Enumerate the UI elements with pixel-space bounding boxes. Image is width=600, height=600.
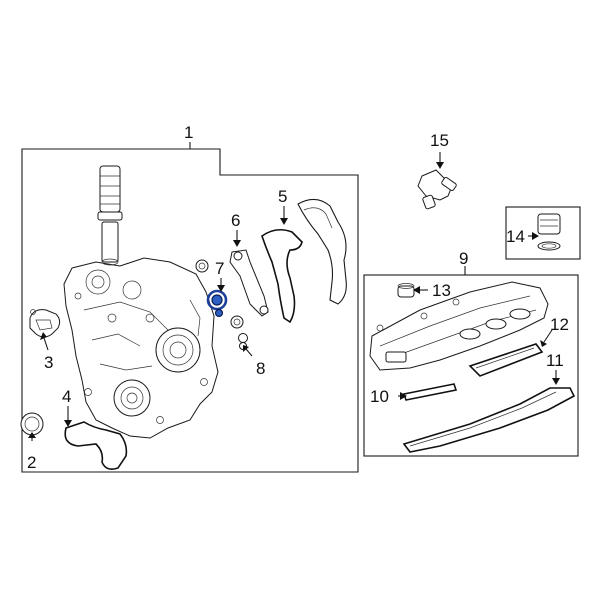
leader-lines — [28, 142, 560, 441]
part-4-gasket[interactable] — [64, 421, 128, 470]
part-14-cap[interactable] — [537, 213, 561, 251]
o-ring-part[interactable] — [195, 259, 209, 273]
group-box-14 — [505, 206, 581, 260]
group-box-1 — [21, 148, 359, 473]
callout-3: 3 — [44, 353, 53, 372]
callout-5: 5 — [278, 187, 287, 206]
part-7-seal-ring[interactable] — [206, 289, 228, 318]
callout-11: 11 — [546, 351, 564, 370]
part-3-gasket[interactable] — [29, 309, 61, 338]
part-6-chain-guide[interactable] — [229, 249, 269, 317]
callout-8: 8 — [256, 359, 265, 378]
callout-9: 9 — [459, 249, 468, 268]
callout-12: 12 — [550, 315, 569, 334]
part-9-valve-cover[interactable] — [369, 281, 549, 371]
callout-14: 14 — [506, 227, 525, 246]
part-15-sensor[interactable] — [417, 169, 457, 210]
callout-10: 10 — [370, 387, 389, 406]
callout-7: 7 — [215, 259, 224, 278]
part-2-seal[interactable] — [20, 412, 44, 436]
group-box-9 — [363, 274, 579, 457]
part-11-gasket[interactable] — [402, 387, 576, 453]
oil-filter-part[interactable] — [97, 165, 123, 266]
part-13-plug[interactable] — [397, 283, 415, 298]
callout-15: 15 — [430, 131, 449, 150]
callout-4: 4 — [62, 387, 71, 406]
part-10-gasket[interactable] — [402, 383, 458, 401]
callout-1: 1 — [184, 123, 193, 142]
front-cover-part[interactable] — [63, 257, 219, 439]
callout-13: 13 — [432, 281, 451, 300]
callout-6: 6 — [231, 211, 240, 230]
part-12-gasket[interactable] — [468, 343, 544, 377]
callout-2: 2 — [27, 453, 36, 472]
part-5-seal[interactable] — [261, 198, 347, 324]
part-8-seals[interactable] — [230, 315, 248, 350]
